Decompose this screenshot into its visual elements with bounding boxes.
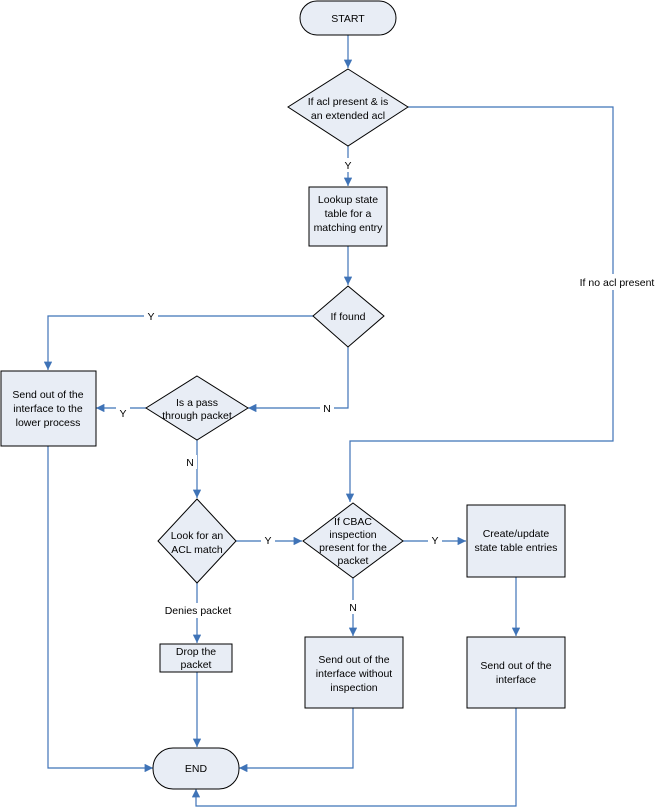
svg-text:END: END [185,763,208,775]
svg-text:inspection: inspection [330,682,377,694]
edge-send-out-to-end [191,708,517,807]
svg-text:N: N [323,403,331,415]
node-send-out-interface: Send out of the interface [466,636,566,709]
node-start: START [299,0,397,36]
label-pass-no: N [183,455,197,469]
node-end: END [152,747,240,790]
svg-text:Lookup state: Lookup state [318,194,378,206]
svg-text:N: N [349,602,357,614]
svg-text:present for the: present for the [319,542,387,554]
svg-text:Y: Y [119,408,126,420]
node-create-update-state: Create/update state table entries [466,504,566,578]
svg-text:Y: Y [344,160,351,172]
svg-text:If acl present & is: If acl present & is [308,96,389,108]
edge-no-acl-to-cbac [345,106,614,502]
svg-text:N: N [186,457,194,469]
svg-text:matching entry: matching entry [314,222,384,234]
node-drop-packet: Drop the packet [159,643,233,673]
node-pass-through-decision: Is a pass through packet [145,375,249,441]
node-lookup-state-table: Lookup state table for a matching entry [308,186,388,247]
node-acl-match-decision: Look for an ACL match [157,498,237,584]
svg-text:Y: Y [431,535,438,547]
svg-text:If found: If found [330,311,365,323]
node-acl-check-decision: If acl present & is an extended acl [287,68,409,147]
svg-text:Send out of the: Send out of the [480,660,551,672]
node-cbac-decision: If CBAC inspection present for the packe… [302,502,404,579]
edge-found-yes-to-send-lower [43,315,318,370]
label-cbac-yes: Y [428,533,442,547]
svg-text:through packet: through packet [162,410,232,422]
svg-text:lower process: lower process [16,417,81,429]
svg-text:interface: interface [496,674,536,686]
node-send-lower-process: Send out of the interface to the lower p… [0,370,97,447]
node-send-without-inspection: Send out of the interface without inspec… [304,636,404,709]
svg-text:packet: packet [181,659,212,671]
label-denies-packet: Denies packet [159,603,237,618]
svg-text:Send out of the: Send out of the [12,389,83,401]
label-acl-yes: Y [341,158,355,172]
svg-text:Create/update: Create/update [483,528,550,540]
svg-text:table for a: table for a [325,208,372,220]
node-found-decision: If found [312,285,385,348]
label-found-yes: Y [144,309,158,323]
svg-text:Look for an: Look for an [171,530,224,542]
svg-text:Drop the: Drop the [176,646,216,658]
svg-text:interface to the: interface to the [13,403,83,415]
svg-text:inspection: inspection [329,529,376,541]
svg-text:packet: packet [338,555,369,567]
svg-text:Is a pass: Is a pass [176,397,218,409]
svg-text:Denies packet: Denies packet [165,605,232,617]
svg-text:state table entries: state table entries [475,542,558,554]
label-pass-yes: Y [116,406,130,420]
svg-text:If no acl present: If no acl present [580,277,655,289]
label-acl-match-yes: Y [261,533,275,547]
svg-text:interface without: interface without [316,668,393,680]
svg-text:START: START [331,13,365,25]
svg-text:ACL match: ACL match [171,544,223,556]
label-found-no: N [320,401,334,415]
svg-text:an extended acl: an extended acl [311,110,385,122]
label-cbac-no: N [346,600,360,614]
svg-text:Y: Y [147,311,154,323]
svg-text:If CBAC: If CBAC [334,516,372,528]
edge-send-lower-to-end [47,446,153,773]
label-no-acl: If no acl present [576,274,656,290]
svg-text:Send out of the: Send out of the [318,654,389,666]
edge-found-no-to-pass-through [247,347,349,413]
svg-text:Y: Y [264,535,271,547]
edge-send-no-insp-to-end [239,708,354,773]
